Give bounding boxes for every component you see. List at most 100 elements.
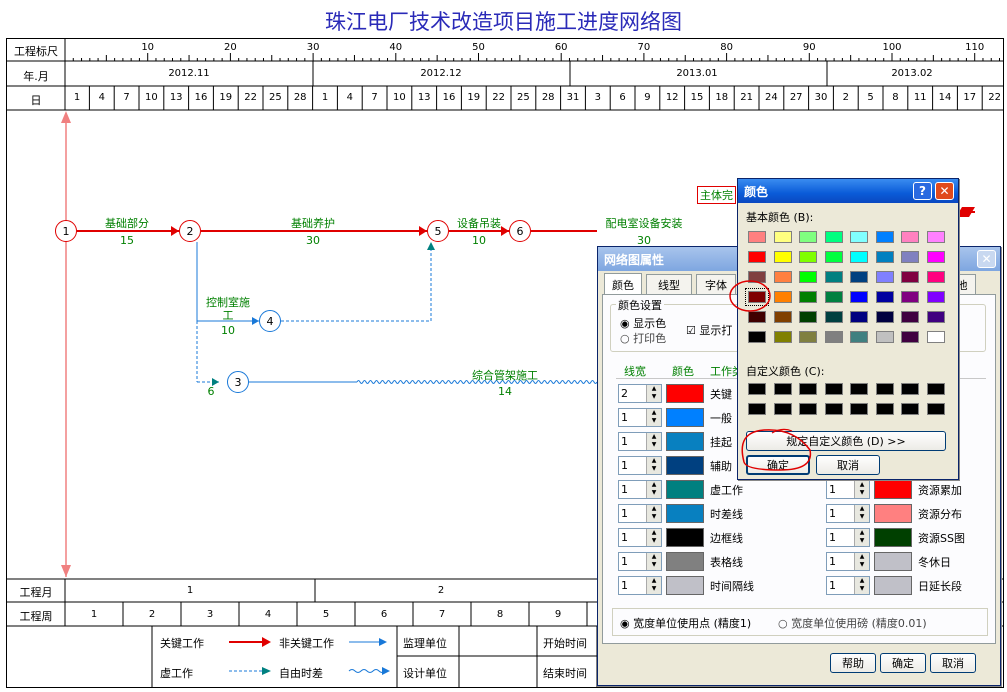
stepper-arrows-icon[interactable]: ▲▼ xyxy=(646,577,661,594)
custom-color-swatch[interactable] xyxy=(901,403,919,415)
color-swatch-button[interactable] xyxy=(874,480,912,499)
custom-color-swatch[interactable] xyxy=(799,403,817,415)
close-icon[interactable]: ✕ xyxy=(977,250,996,268)
custom-color-swatch[interactable] xyxy=(824,403,843,415)
basic-color-swatch[interactable] xyxy=(926,251,945,263)
color-swatch-button[interactable] xyxy=(874,576,912,595)
stepper-arrows-icon[interactable]: ▲▼ xyxy=(646,433,661,450)
ok-button[interactable]: 确定 xyxy=(880,653,926,673)
basic-color-swatch[interactable] xyxy=(850,231,868,243)
line-width-stepper[interactable]: 1▲▼ xyxy=(618,576,662,595)
basic-color-swatch[interactable] xyxy=(799,311,817,323)
custom-color-swatch[interactable] xyxy=(773,383,792,395)
stepper-arrows-icon[interactable]: ▲▼ xyxy=(646,457,661,474)
color-swatch-button[interactable] xyxy=(666,504,704,523)
help-icon[interactable]: ? xyxy=(913,182,932,200)
basic-color-swatch[interactable] xyxy=(824,331,843,343)
stepper-arrows-icon[interactable]: ▲▼ xyxy=(854,529,869,546)
line-width-stepper[interactable]: 1▲▼ xyxy=(618,504,662,523)
color-swatch-button[interactable] xyxy=(874,528,912,547)
custom-color-swatch[interactable] xyxy=(773,403,792,415)
checkbox-show-print[interactable]: ☑ 显示打 xyxy=(686,324,733,337)
node-1[interactable]: 1 xyxy=(55,220,77,242)
color-swatch-button[interactable] xyxy=(666,552,704,571)
close-icon[interactable]: ✕ xyxy=(935,182,954,200)
line-width-stepper[interactable]: 1▲▼ xyxy=(618,432,662,451)
basic-color-swatch[interactable] xyxy=(824,271,843,283)
color-swatch-button[interactable] xyxy=(666,408,704,427)
basic-color-swatch[interactable] xyxy=(748,251,766,263)
node-2[interactable]: 2 xyxy=(179,220,201,242)
custom-color-swatch[interactable] xyxy=(850,383,868,395)
line-width-stepper[interactable]: 1▲▼ xyxy=(826,552,870,571)
basic-color-swatch[interactable] xyxy=(850,311,868,323)
basic-color-swatch[interactable] xyxy=(799,271,817,283)
define-custom-colors-button[interactable]: 规定自定义颜色 (D) >> xyxy=(746,431,946,451)
line-width-stepper[interactable]: 2▲▼ xyxy=(618,384,662,403)
line-width-stepper[interactable]: 1▲▼ xyxy=(826,576,870,595)
custom-color-swatch[interactable] xyxy=(926,403,945,415)
custom-color-swatch[interactable] xyxy=(748,403,766,415)
stepper-arrows-icon[interactable]: ▲▼ xyxy=(854,553,869,570)
line-width-stepper[interactable]: 1▲▼ xyxy=(618,528,662,547)
basic-color-swatch[interactable] xyxy=(748,311,766,323)
basic-color-swatch[interactable] xyxy=(824,291,843,303)
basic-color-swatch[interactable] xyxy=(850,331,868,343)
line-width-stepper[interactable]: 1▲▼ xyxy=(618,552,662,571)
custom-color-swatch[interactable] xyxy=(748,383,766,395)
basic-color-swatch[interactable] xyxy=(875,331,894,343)
help-button[interactable]: 帮助 xyxy=(830,653,876,673)
color-cancel-button[interactable]: 取消 xyxy=(816,455,880,475)
basic-color-swatch[interactable] xyxy=(875,311,894,323)
custom-color-swatch[interactable] xyxy=(926,383,945,395)
stepper-arrows-icon[interactable]: ▲▼ xyxy=(646,529,661,546)
basic-color-swatch[interactable] xyxy=(799,331,817,343)
radio-display[interactable]: ◉ 显示色 xyxy=(620,317,667,330)
basic-color-swatch[interactable] xyxy=(901,291,919,303)
stepper-arrows-icon[interactable]: ▲▼ xyxy=(854,481,869,498)
basic-color-swatch[interactable] xyxy=(875,231,894,243)
line-width-stepper[interactable]: 1▲▼ xyxy=(618,456,662,475)
radio-print[interactable]: ○ 打印色 xyxy=(620,332,667,345)
basic-color-swatch[interactable] xyxy=(745,288,769,306)
basic-color-swatch[interactable] xyxy=(850,251,868,263)
basic-color-swatch[interactable] xyxy=(901,231,919,243)
color-swatch-button[interactable] xyxy=(666,528,704,547)
stepper-arrows-icon[interactable]: ▲▼ xyxy=(854,577,869,594)
basic-color-swatch[interactable] xyxy=(799,291,817,303)
line-width-stepper[interactable]: 1▲▼ xyxy=(826,528,870,547)
tab-line-type[interactable]: 线型 xyxy=(646,274,692,294)
basic-color-swatch[interactable] xyxy=(748,271,766,283)
basic-color-swatch[interactable] xyxy=(901,251,919,263)
color-swatch-button[interactable] xyxy=(666,384,704,403)
basic-color-swatch[interactable] xyxy=(850,271,868,283)
custom-color-swatch[interactable] xyxy=(850,403,868,415)
basic-color-swatch[interactable] xyxy=(926,291,945,303)
custom-color-swatch[interactable] xyxy=(824,383,843,395)
radio-unit-pound[interactable]: ○ 宽度单位使用磅 (精度0.01) xyxy=(778,617,927,630)
basic-color-swatch[interactable] xyxy=(926,231,945,243)
color-ok-button[interactable]: 确定 xyxy=(746,455,810,475)
color-swatch-button[interactable] xyxy=(666,576,704,595)
color-swatch-button[interactable] xyxy=(666,456,704,475)
basic-color-swatch[interactable] xyxy=(773,311,792,323)
basic-color-swatch[interactable] xyxy=(748,331,766,343)
basic-color-swatch[interactable] xyxy=(875,251,894,263)
line-width-stepper[interactable]: 1▲▼ xyxy=(618,408,662,427)
basic-color-swatch[interactable] xyxy=(773,331,792,343)
custom-color-swatch[interactable] xyxy=(799,383,817,395)
basic-color-swatch[interactable] xyxy=(901,271,919,283)
basic-color-swatch[interactable] xyxy=(799,251,817,263)
stepper-arrows-icon[interactable]: ▲▼ xyxy=(646,553,661,570)
cancel-button[interactable]: 取消 xyxy=(930,653,976,673)
basic-color-swatch[interactable] xyxy=(926,331,945,343)
basic-color-swatch[interactable] xyxy=(901,331,919,343)
node-5[interactable]: 5 xyxy=(427,220,449,242)
basic-color-swatch[interactable] xyxy=(748,231,766,243)
tab-font[interactable]: 字体 xyxy=(696,274,736,294)
color-swatch-button[interactable] xyxy=(666,480,704,499)
basic-color-swatch[interactable] xyxy=(824,231,843,243)
stepper-arrows-icon[interactable]: ▲▼ xyxy=(646,505,661,522)
color-swatch-button[interactable] xyxy=(666,432,704,451)
basic-color-swatch[interactable] xyxy=(824,251,843,263)
